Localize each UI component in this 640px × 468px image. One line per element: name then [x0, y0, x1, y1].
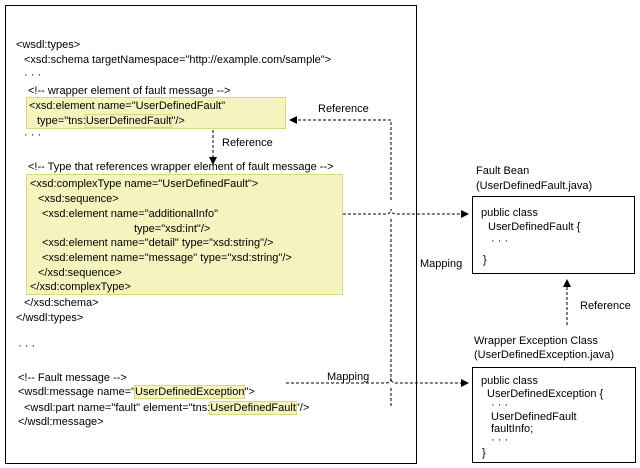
part-suffix: "/> — [295, 402, 310, 414]
reference-label-top: Reference — [318, 103, 369, 115]
message-name-suffix: "> — [244, 386, 255, 398]
complex-type-line-4: type="xsd:int"/> — [134, 223, 211, 235]
schema-open-line: <xsd:schema targetNamespace="http://exam… — [24, 54, 332, 66]
type-comment-line: <!-- Type that references wrapper elemen… — [28, 161, 334, 173]
reference-label-right: Reference — [580, 300, 631, 312]
fault-bean-code-3: · · · — [491, 235, 509, 247]
wrapper-exception-title: Wrapper Exception Class — [474, 335, 598, 347]
message-close-line: </wsdl:message> — [18, 416, 104, 428]
wrapper-code-4: UserDefinedFault — [491, 411, 577, 423]
wrapper-exception-box — [472, 367, 636, 463]
message-name-highlight: UserDefinedException — [134, 385, 246, 399]
element-type-suffix: "/> — [171, 115, 185, 127]
element-line-2: type="tns:UserDefinedFault"/> — [37, 114, 185, 128]
complex-type-line-7: </xsd:sequence> — [38, 267, 122, 279]
mapping-arrow-fault-bean — [343, 208, 469, 218]
element-type-highlight: UserDefinedFault — [84, 114, 173, 128]
element-type-prefix: type="tns: — [37, 115, 86, 127]
complex-type-line-8: </xsd:complexType> — [30, 281, 131, 293]
complex-type-line-3: <xsd:element name="additionalInfo" — [42, 208, 218, 220]
fault-comment-line: <!-- Fault message --> — [18, 372, 127, 384]
wrapper-exception-filename: (UserDefinedException.java) — [474, 349, 615, 361]
fault-bean-title: Fault Bean — [476, 165, 530, 177]
part-prefix: <wsdl:part name="fault" element="tns: — [24, 402, 211, 414]
wrapper-code-5: faultInfo; — [491, 423, 534, 435]
fault-bean-code-1: public class — [481, 207, 538, 219]
wrapper-code-1: public class — [481, 375, 538, 387]
ellipsis-3: · · · — [18, 340, 36, 352]
message-name-prefix: <wsdl:message name=" — [18, 386, 136, 398]
message-line-2: <wsdl:part name="fault" element="tns:Use… — [24, 401, 309, 415]
mapping-label-mid: Mapping — [420, 258, 463, 270]
wrapper-code-7: } — [482, 447, 486, 459]
schema-close-line: </xsd:schema> — [24, 297, 99, 309]
wrapper-code-3: · · · — [491, 399, 509, 411]
complex-type-highlight — [26, 174, 343, 295]
complex-type-line-6: <xsd:element name="message" type="xsd:st… — [42, 252, 292, 264]
mapping-arrow-exception — [286, 377, 469, 387]
fault-bean-box — [472, 196, 635, 274]
ellipsis-1: · · · — [24, 69, 42, 81]
ellipsis-2: · · · — [24, 129, 42, 141]
types-close-line: </wsdl:types> — [16, 312, 84, 324]
types-open-line: <wsdl:types> — [16, 39, 81, 51]
fault-bean-code-2: UserDefinedFault { — [488, 221, 581, 233]
wrapper-comment-line: <!-- wrapper element of fault message --… — [28, 85, 231, 97]
reference-arrow-top — [289, 116, 392, 200]
complex-type-line-5: <xsd:element name="detail" type="xsd:str… — [42, 237, 274, 249]
fault-bean-code-4: } — [483, 254, 487, 266]
fault-bean-filename: (UserDefinedFault.java) — [476, 180, 593, 192]
reference-label-mid: Reference — [222, 137, 273, 149]
complex-type-line-1: <xsd:complexType name="UserDefinedFault"… — [30, 178, 259, 190]
wrapper-code-2: UserDefinedException { — [487, 388, 604, 400]
wrapper-code-6: · · · — [491, 434, 509, 446]
message-line-1: <wsdl:message name="UserDefinedException… — [18, 385, 255, 399]
complex-type-line-2: <xsd:sequence> — [38, 193, 119, 205]
mapping-label-bottom: Mapping — [327, 371, 370, 383]
part-element-highlight: UserDefinedFault — [209, 401, 297, 415]
element-line-1: <xsd:element name="UserDefinedFault" — [29, 100, 226, 112]
